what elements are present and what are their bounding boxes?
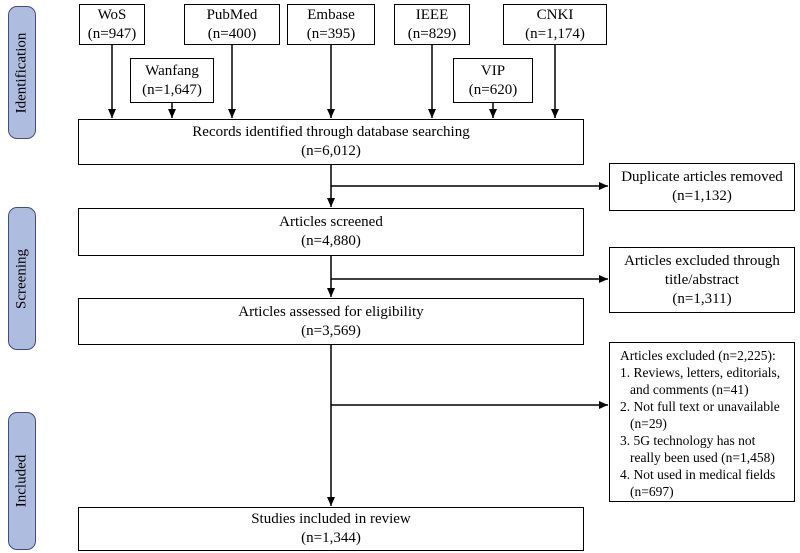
exclusion-reason: (n=29) [630,416,667,431]
source-ieee: IEEE (n=829) [394,4,470,45]
source-cnki: CNKI (n=1,174) [503,4,607,45]
exclusion-reason: really been used (n=1,458) [630,450,775,465]
stage-identification: Identification [8,6,36,139]
included-box: Studies included in review (n=1,344) [78,507,584,551]
duplicates-box: Duplicate articles removed (n=1,132) [609,163,795,211]
exclusion-reason: 1. Reviews, letters, editorials, [620,365,781,380]
source-vip: VIP (n=620) [453,58,533,103]
exclusion-reason: 4. Not used in medical fields [620,467,776,482]
eligibility-box: Articles assessed for eligibility (n=3,5… [78,298,584,345]
source-embase: Embase (n=395) [287,4,375,45]
exclusion-reason: and comments (n=41) [630,382,749,397]
exclusion-reason: (n=697) [630,484,674,499]
title-abstract-exclusion-box: Articles excluded through title/abstract… [609,247,795,313]
source-pubmed: PubMed (n=400) [184,4,280,45]
source-wanfang: Wanfang (n=1,647) [130,58,214,103]
full-text-exclusion-box: Articles excluded (n=2,225): 1. Reviews,… [609,342,795,502]
stage-included: Included [8,412,36,550]
screened-box: Articles screened (n=4,880) [78,208,584,256]
identified-box: Records identified through database sear… [78,119,584,165]
exclusion-reason: 3. 5G technology has not [620,433,756,448]
exclusion-heading: Articles excluded (n=2,225): [620,348,776,363]
exclusion-reason: 2. Not full text or unavailable [620,399,780,414]
source-wos: WoS (n=947) [79,4,145,45]
stage-screening: Screening [8,207,36,350]
